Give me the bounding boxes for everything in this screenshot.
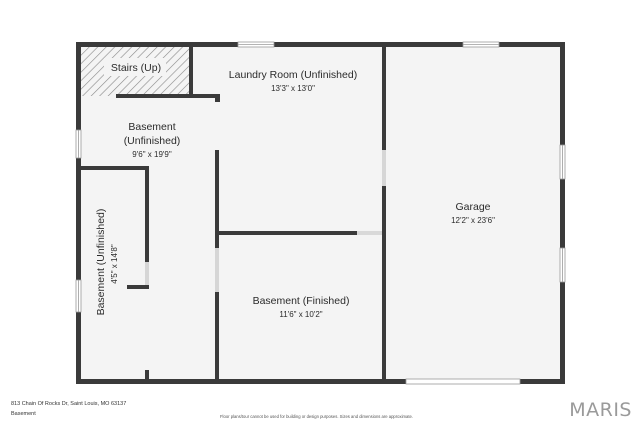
disclaimer-text: Floor plans/tour cannot be used for buil… [220, 414, 413, 419]
basement-unfinished-b-dims: 4'5" x 14'8" [110, 244, 119, 284]
floor-level-label: Basement [11, 411, 36, 417]
garage-door [405, 378, 521, 385]
laundry-room-label: Laundry Room (Unfinished) [229, 69, 357, 81]
garage-label: Garage [455, 201, 490, 213]
basement-finished-dims: 11'6" x 10'2" [279, 310, 322, 319]
maris-logo: MARIS [569, 399, 632, 421]
basement-finished-label: Basement (Finished) [253, 295, 350, 307]
basement-unfinished-dims: 9'6" x 19'9" [132, 150, 172, 159]
property-address: 813 Chain Of Rocks Dr, Saint Louis, MO 6… [11, 401, 127, 407]
openings [145, 150, 386, 292]
floor-area [79, 45, 561, 380]
basement-unfinished-label-line1: Basement [128, 121, 175, 133]
garage-dims: 12'2" x 23'6" [451, 216, 495, 225]
opening-lines [145, 150, 386, 292]
basement-unfinished-label-line2: (Unfinished) [124, 135, 181, 147]
stairs-label: Stairs (Up) [111, 62, 161, 74]
laundry-room-dims: 13'3" x 13'0" [271, 84, 315, 93]
basement-unfinished-b-label: Basement (Unfinished) [95, 209, 107, 316]
windows [75, 41, 566, 313]
